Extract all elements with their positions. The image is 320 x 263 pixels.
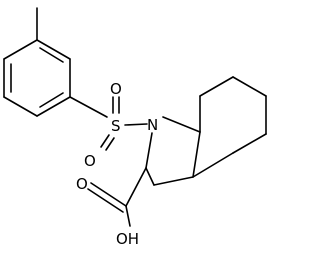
bond-c3-c2 <box>145 167 155 186</box>
bond-c2-carboxyl <box>125 167 147 207</box>
bond-ring-double-2 <box>39 92 64 108</box>
bond-ring-a <box>36 39 71 60</box>
bond-so-lower-1 <box>100 134 110 148</box>
bond-cy-6 <box>192 152 234 178</box>
bond-c-oh <box>125 205 131 227</box>
molecule-diagram: S O O N O OH <box>3 7 267 248</box>
atom-hydroxyl: OH <box>116 230 139 248</box>
bond-ring-double-1 <box>39 47 64 63</box>
atom-carbonyl-oxygen: O <box>76 175 88 193</box>
bond-ring-c <box>36 96 71 117</box>
bond-aryl-sulfur <box>69 96 108 118</box>
bond-carbonyl-2 <box>87 188 124 213</box>
bond-c3a-c3 <box>153 176 194 186</box>
atom-sulfur: S <box>111 117 121 135</box>
structure-svg: S O O N O OH <box>3 7 267 248</box>
bond-ring-f <box>3 39 38 60</box>
pyrrolidine-ring <box>145 116 201 186</box>
atom-nitrogen: N <box>147 116 158 134</box>
bond-sulfur-nitrogen <box>124 123 148 126</box>
atom-oxygen-lower: O <box>84 152 96 170</box>
bond-so-lower-2 <box>105 137 115 151</box>
bond-cy-2 <box>199 76 234 97</box>
bond-cy-3 <box>232 76 267 97</box>
bond-cy-5 <box>232 133 267 154</box>
bond-c2-n <box>145 132 153 169</box>
bond-ring-d <box>3 96 38 117</box>
bond-c7a-c3a <box>192 131 201 178</box>
bond-carbonyl-1 <box>90 182 127 207</box>
bond-n-c7a <box>162 116 201 133</box>
cyclohexane-ring <box>192 76 267 178</box>
tolyl-ring <box>3 39 71 117</box>
atom-oxygen-upper: O <box>110 80 122 98</box>
